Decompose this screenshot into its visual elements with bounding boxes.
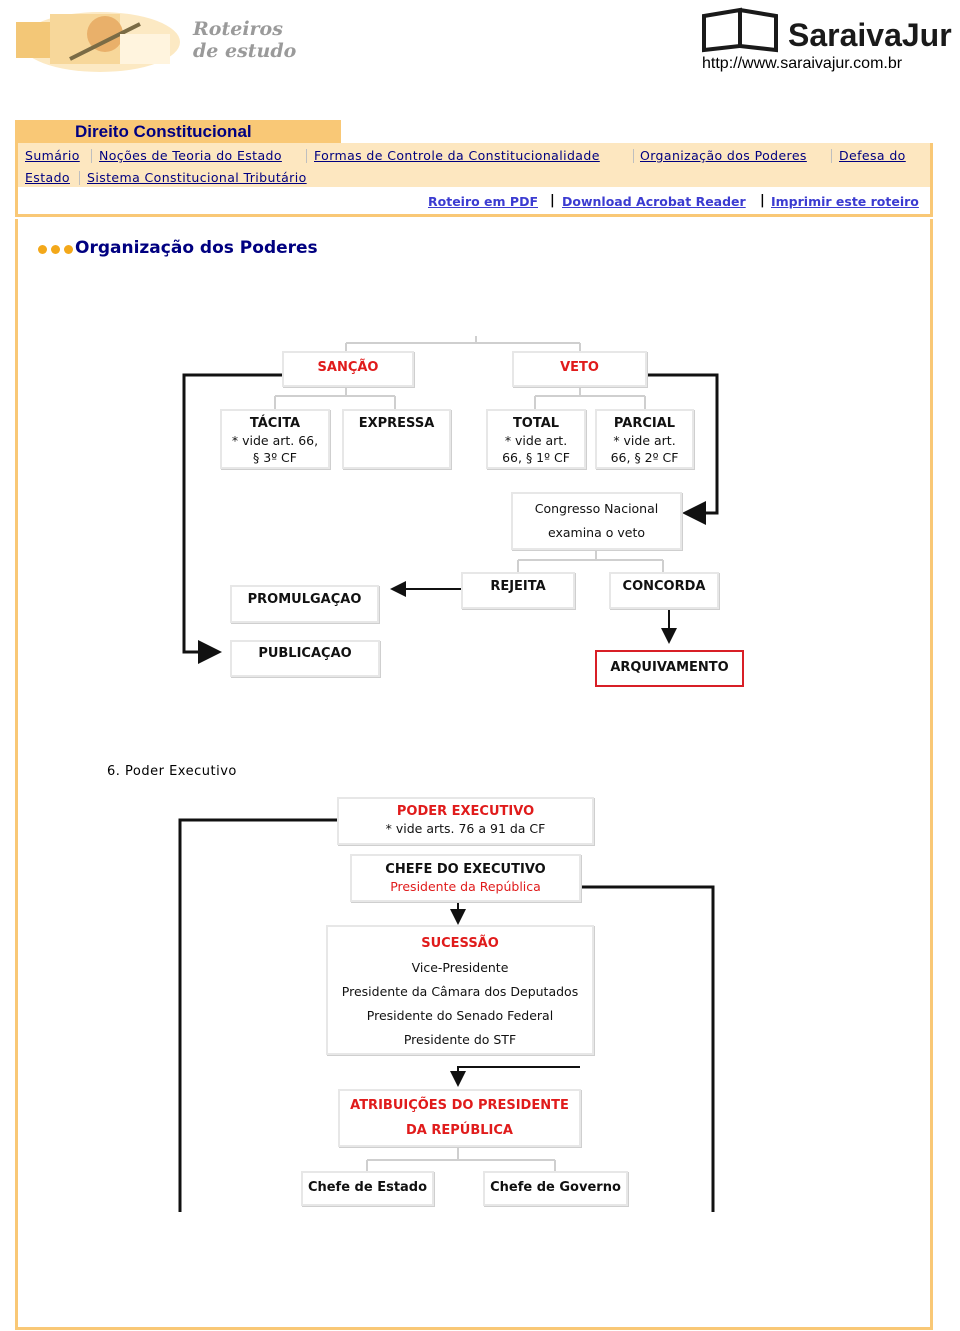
chefe-estado-box: Chefe de Estado bbox=[301, 1171, 434, 1206]
acrobat-download-link[interactable]: Download Acrobat Reader bbox=[562, 194, 746, 209]
tool-separator: | bbox=[760, 193, 765, 208]
pdf-link[interactable]: Roteiro em PDF bbox=[428, 194, 538, 209]
concorda-label: CONCORDA bbox=[622, 579, 706, 594]
subject-title: Direito Constitucional bbox=[15, 120, 341, 144]
tacita-title: TÁCITA bbox=[249, 416, 301, 431]
total-title: TOTAL bbox=[512, 416, 560, 431]
parcial-line1: * vide art. bbox=[613, 433, 676, 448]
sucessao-item: Presidente da Câmara dos Deputados bbox=[341, 984, 579, 999]
poder-executivo-title: PODER EXECUTIVO bbox=[396, 804, 535, 819]
atribuicoes-box: ATRIBUIÇÕES DO PRESIDENTE DA REPÚBLICA bbox=[338, 1089, 581, 1147]
roteiros-logo-icon bbox=[16, 12, 180, 72]
sucessao-item: Presidente do STF bbox=[403, 1032, 517, 1047]
brand-name-text: SaraivaJur bbox=[788, 17, 952, 53]
bullet-dot-icon bbox=[51, 245, 60, 254]
sucessao-box: SUCESSÃO Vice-Presidente Presidente da C… bbox=[326, 925, 594, 1055]
expressa-box: EXPRESSA bbox=[342, 409, 451, 469]
nav-link-teoria-estado[interactable]: Noções de Teoria do Estado bbox=[99, 148, 282, 163]
arquivamento-label: ARQUIVAMENTO bbox=[610, 660, 729, 675]
topic-nav-bar bbox=[15, 143, 933, 187]
poder-executivo-box: PODER EXECUTIVO * vide arts. 76 a 91 da … bbox=[337, 797, 594, 845]
nav-separator bbox=[831, 149, 832, 163]
sancao-label: SANÇÃO bbox=[317, 360, 379, 375]
section-heading: Organização dos Poderes bbox=[75, 238, 318, 258]
veto-box: VETO bbox=[512, 351, 647, 387]
site-url: http://www.saraivajur.com.br bbox=[702, 55, 903, 72]
publicacao-box: PUBLICAÇAO bbox=[230, 640, 380, 677]
nav-separator bbox=[79, 171, 80, 185]
sucessao-item: Vice-Presidente bbox=[411, 960, 509, 975]
chefe-estado-label: Chefe de Estado bbox=[307, 1180, 428, 1195]
bullet-dot-icon bbox=[64, 245, 73, 254]
sucessao-item: Presidente do Senado Federal bbox=[366, 1008, 554, 1023]
tools-bar bbox=[15, 187, 933, 217]
poder-executivo-sub: * vide arts. 76 a 91 da CF bbox=[385, 821, 546, 836]
tacita-line1: * vide art. 66, bbox=[231, 433, 319, 448]
nav-link-defesa-estado-cont[interactable]: Estado bbox=[25, 170, 70, 185]
parcial-line2: 66, § 2º CF bbox=[610, 450, 679, 465]
sancao-box: SANÇÃO bbox=[282, 351, 414, 387]
rejeita-label: REJEITA bbox=[490, 579, 546, 594]
nav-separator bbox=[633, 149, 634, 163]
print-link[interactable]: Imprimir este roteiro bbox=[771, 194, 919, 209]
arquivamento-box: ARQUIVAMENTO bbox=[595, 650, 744, 687]
tacita-line2: § 3º CF bbox=[253, 450, 297, 465]
sucessao-title: SUCESSÃO bbox=[421, 936, 499, 951]
atribuicoes-line2: DA REPÚBLICA bbox=[406, 1123, 513, 1138]
nav-link-controle-constitucionalidade[interactable]: Formas de Controle da Constitucionalidad… bbox=[314, 148, 600, 163]
chefe-governo-label: Chefe de Governo bbox=[490, 1180, 621, 1195]
congresso-box: Congresso Nacional examina o veto bbox=[511, 492, 682, 550]
chefe-governo-box: Chefe de Governo bbox=[483, 1171, 628, 1206]
veto-label: VETO bbox=[560, 360, 599, 375]
congresso-line2: examina o veto bbox=[548, 525, 645, 540]
nav-link-sumario[interactable]: Sumário bbox=[25, 148, 80, 163]
saraivajur-logo: SaraivaJur bbox=[702, 7, 952, 53]
nav-link-defesa-estado[interactable]: Defesa do bbox=[839, 148, 906, 163]
expressa-label: EXPRESSA bbox=[358, 416, 435, 431]
total-line1: * vide art. bbox=[504, 433, 568, 448]
concorda-box: CONCORDA bbox=[609, 572, 719, 609]
congresso-line1: Congresso Nacional bbox=[534, 501, 659, 516]
promulgacao-label: PROMULGAÇAO bbox=[247, 592, 362, 607]
total-box: TOTAL * vide art. 66, § 1º CF bbox=[486, 409, 586, 469]
chefe-executivo-title: CHEFE DO EXECUTIVO bbox=[385, 862, 546, 877]
roteiros-logo-text: Roteiros de estudo bbox=[193, 18, 297, 62]
rejeita-box: REJEITA bbox=[461, 572, 575, 609]
bullet-dot-icon bbox=[38, 245, 47, 254]
tacita-box: TÁCITA * vide art. 66, § 3º CF bbox=[220, 409, 330, 469]
nav-link-organizacao-poderes[interactable]: Organização dos Poderes bbox=[640, 148, 807, 163]
atribuicoes-line1: ATRIBUIÇÕES DO PRESIDENTE bbox=[350, 1098, 569, 1113]
nav-link-sistema-tributario[interactable]: Sistema Constitucional Tributário bbox=[87, 170, 307, 185]
nav-separator bbox=[306, 149, 307, 163]
promulgacao-box: PROMULGAÇAO bbox=[230, 585, 379, 623]
chefe-executivo-sub: Presidente da República bbox=[390, 879, 541, 894]
nav-separator bbox=[91, 149, 92, 163]
section-caption: 6. Poder Executivo bbox=[107, 764, 237, 779]
tool-separator: | bbox=[550, 193, 555, 208]
parcial-title: PARCIAL bbox=[613, 416, 676, 431]
parcial-box: PARCIAL * vide art. 66, § 2º CF bbox=[595, 409, 694, 469]
chefe-executivo-box: CHEFE DO EXECUTIVO Presidente da Repúbli… bbox=[350, 854, 581, 902]
publicacao-label: PUBLICAÇAO bbox=[258, 646, 352, 661]
total-line2: 66, § 1º CF bbox=[502, 450, 570, 465]
